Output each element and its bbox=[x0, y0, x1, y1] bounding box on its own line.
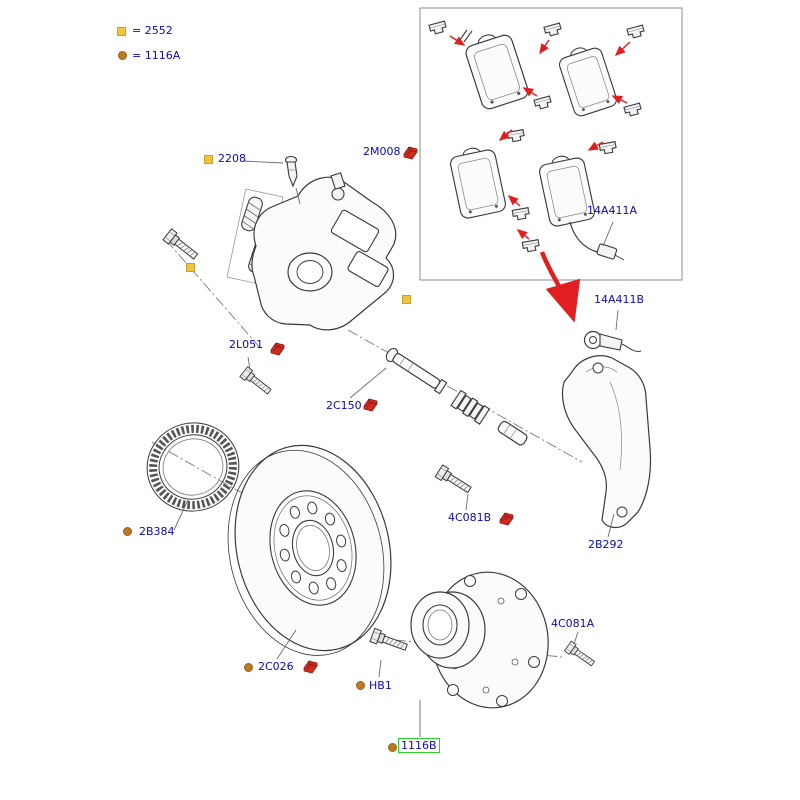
slide-pin-boot bbox=[450, 389, 491, 425]
part-label-HB1[interactable]: HB1 bbox=[369, 679, 392, 692]
abs-sensor bbox=[583, 330, 642, 352]
bolt-2L051 bbox=[239, 366, 274, 398]
part-label-14A411B[interactable]: 14A411B bbox=[594, 293, 645, 306]
brake-caliper bbox=[226, 155, 397, 331]
part-label-2B292[interactable]: 2B292 bbox=[588, 538, 624, 551]
brake-pads-box bbox=[419, 7, 683, 281]
brake-disc bbox=[227, 444, 392, 656]
part-label-1116B[interactable]: 1116B bbox=[401, 739, 437, 752]
disc-bolt-holes bbox=[279, 501, 347, 595]
part-label-2208[interactable]: 2208 bbox=[218, 152, 246, 165]
clip-direction-arrows bbox=[449, 35, 631, 240]
legend-item-1116A: = 1116A bbox=[132, 49, 181, 62]
bolt-4C081B bbox=[434, 464, 474, 497]
bolt-4C081A bbox=[563, 640, 597, 669]
part-label-2C150[interactable]: 2C150 bbox=[326, 399, 362, 412]
part-label-2L051[interactable]: 2L051 bbox=[229, 338, 264, 351]
marker-circle-icon bbox=[123, 527, 132, 536]
legend-item-2552: = 2552 bbox=[132, 24, 173, 37]
legend-circle-icon bbox=[118, 51, 127, 60]
caliper-bracket bbox=[561, 355, 652, 529]
marker-square-icon bbox=[204, 155, 213, 164]
marker-square-icon bbox=[402, 295, 411, 304]
part-label-14A411A[interactable]: 14A411A bbox=[587, 204, 638, 217]
part-label-2B384[interactable]: 2B384 bbox=[139, 525, 175, 538]
part-label-4C081B[interactable]: 4C081B bbox=[448, 511, 492, 524]
wheel-hub bbox=[410, 571, 549, 709]
marker-circle-icon bbox=[244, 663, 253, 672]
marker-square-icon bbox=[186, 263, 195, 272]
part-label-2C026[interactable]: 2C026 bbox=[258, 660, 294, 673]
part-label-4C081A[interactable]: 4C081A bbox=[551, 617, 595, 630]
selected-part-highlight: 1116B bbox=[398, 738, 440, 753]
marker-circle-icon bbox=[356, 681, 365, 690]
bleeder-screw bbox=[284, 155, 301, 205]
legend-square-icon bbox=[117, 27, 126, 36]
marker-circle-icon bbox=[388, 743, 397, 752]
abs-tone-ring bbox=[146, 422, 240, 512]
leader-lines bbox=[173, 160, 619, 737]
part-label-2M008[interactable]: 2M008 bbox=[363, 145, 401, 158]
caliper-guide-bolt bbox=[162, 228, 201, 263]
pad-wear-sensor-harness bbox=[569, 221, 625, 261]
slide-pin-assembly bbox=[385, 347, 528, 446]
install-direction-arrow bbox=[539, 251, 581, 323]
